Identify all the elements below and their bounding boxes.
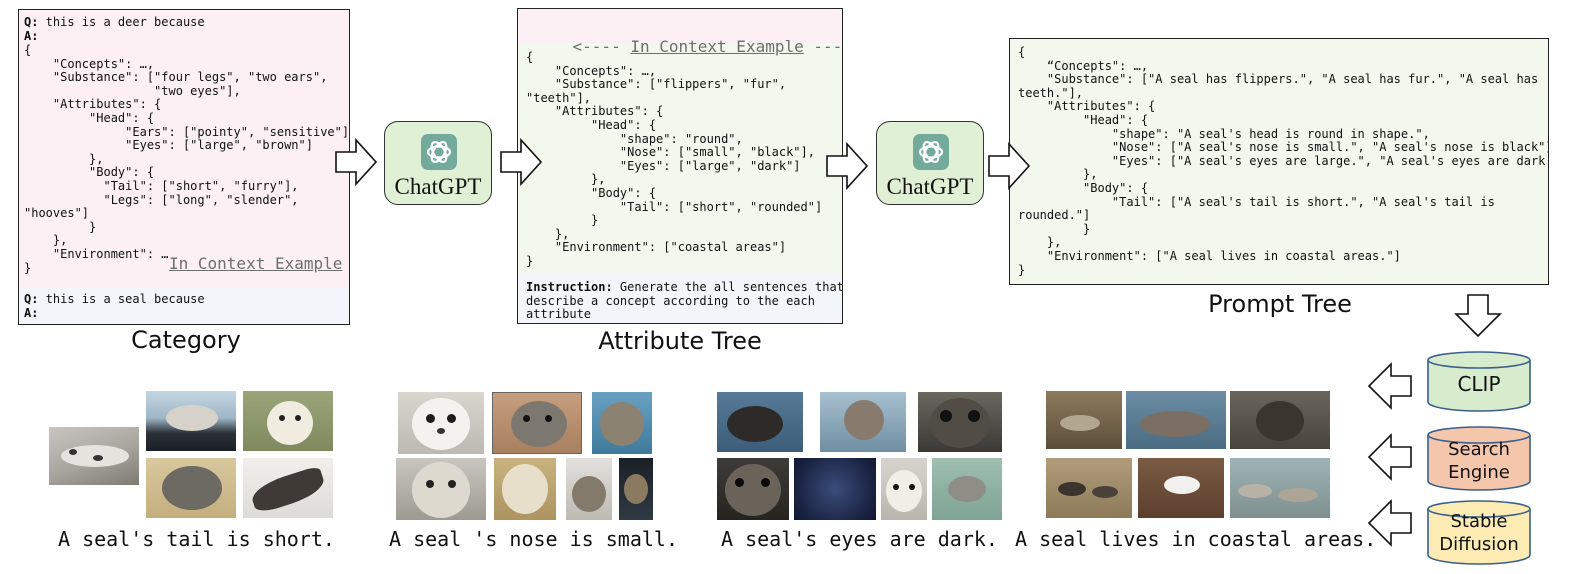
chatgpt-logo-icon: [421, 134, 457, 170]
attribute-json: { "Concepts": …, "Substance": ["flippers…: [526, 50, 823, 268]
seal-caption-tail: A seal's tail is short.: [58, 527, 335, 551]
seal-photo: [932, 458, 1002, 520]
seal-photo: [396, 458, 486, 520]
category-question-2: Q: this is a seal because: [24, 292, 205, 306]
seal-photo: [146, 391, 236, 451]
seal-photo: [592, 392, 652, 454]
seal-photo: [1230, 458, 1330, 518]
seal-photo: [243, 458, 333, 518]
category-answer-2: A:: [24, 306, 39, 320]
clip-cylinder: [1427, 351, 1531, 412]
seal-photo: [494, 458, 556, 520]
search-engine-cylinder: [1427, 426, 1531, 491]
seal-photo: [1138, 458, 1224, 518]
attribute-instruction-area: [518, 274, 842, 323]
attribute-tree-caption: Attribute Tree: [598, 327, 762, 355]
seal-photo: [492, 392, 582, 454]
left-arrow-icon: [1367, 433, 1412, 481]
right-arrow-icon: [335, 137, 378, 187]
right-arrow-icon: [988, 141, 1031, 191]
chatgpt-label: ChatGPT: [886, 174, 974, 199]
attribute-panel-header: [518, 9, 842, 43]
attribute-in-context-header: <---- In Context Example ---->: [572, 37, 843, 56]
seal-photo: [566, 458, 612, 520]
right-arrow-icon: [500, 137, 543, 187]
chatgpt-logo-icon: [913, 134, 949, 170]
seal-photo: [146, 458, 236, 518]
attribute-panel: <---- In Context Example ----> { "Concep…: [517, 8, 843, 324]
seal-photo: [1046, 458, 1132, 518]
seal-photo: [1046, 391, 1122, 449]
seal-photo: [794, 458, 876, 520]
seal-photo: [717, 458, 789, 520]
seal-photo: [717, 392, 803, 452]
chatgpt-box-1: ChatGPT: [384, 121, 492, 205]
category-caption: Category: [131, 326, 241, 354]
seal-caption-eyes: A seal's eyes are dark.: [721, 527, 998, 551]
down-arrow-icon: [1454, 294, 1502, 338]
category-question-1: Q: this is a deer because: [24, 15, 205, 29]
clip-label: CLIP: [1457, 372, 1501, 396]
left-arrow-icon: [1367, 499, 1412, 547]
right-arrow-icon: [826, 141, 869, 191]
category-in-context-label: In Context Example: [169, 254, 343, 273]
attribute-instruction: Instruction: Generate the all sentences …: [526, 280, 843, 322]
chatgpt-box-2: ChatGPT: [876, 121, 984, 205]
category-json: { "Concepts": …, "Substance": ["four leg…: [24, 43, 350, 275]
stable-diffusion-cylinder: [1427, 500, 1531, 565]
left-arrow-icon: [1367, 362, 1412, 410]
seal-photo: [49, 427, 139, 485]
seal-caption-nose: A seal 's nose is small.: [389, 527, 678, 551]
seal-photo: [918, 392, 1002, 452]
seal-photo: [619, 458, 653, 520]
category-panel-top: [19, 10, 349, 287]
seal-caption-coastal: A seal lives in coastal areas.: [1015, 527, 1377, 551]
seal-photo: [1126, 391, 1226, 449]
seal-photo: [1230, 391, 1330, 449]
seal-photo: [243, 391, 333, 451]
seal-photo: [881, 458, 927, 520]
prompt-tree-caption: Prompt Tree: [1208, 290, 1352, 318]
category-answer-1: A:: [24, 29, 39, 43]
category-panel: Q: this is a deer because A: { "Concepts…: [18, 9, 350, 325]
category-panel-bottom: [19, 287, 349, 324]
chatgpt-label: ChatGPT: [394, 174, 482, 199]
seal-photo: [398, 392, 484, 454]
prompt-json: { “Concepts": …, "Substance": ["A seal h…: [1018, 45, 1548, 277]
seal-photo: [820, 392, 906, 452]
